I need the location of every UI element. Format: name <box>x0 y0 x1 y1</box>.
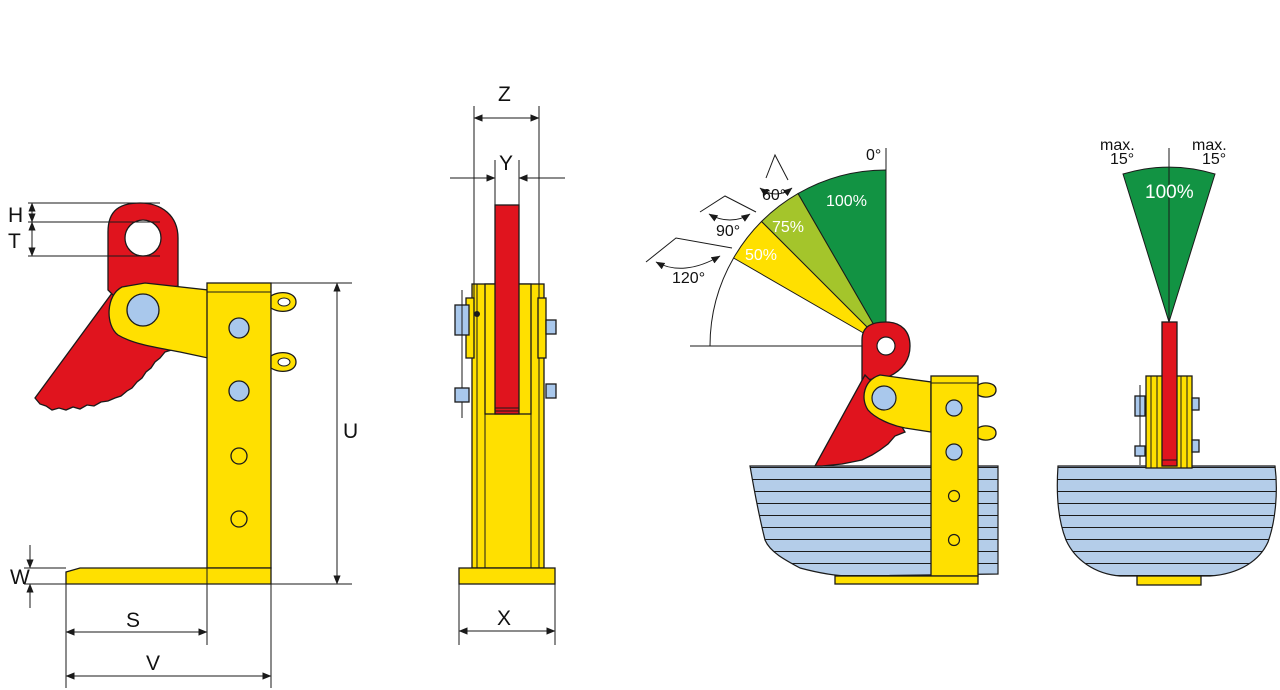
dim-label-v: V <box>146 652 160 675</box>
angle-label-0: 0° <box>866 147 881 164</box>
tilt-max-left-angle: 15° <box>1110 151 1134 168</box>
angle-label-60: 60° <box>762 187 786 204</box>
angle-label-90: 90° <box>716 223 740 240</box>
body-hole-4 <box>230 510 248 528</box>
dim-label-h: H <box>8 204 23 227</box>
dim-label-w: W <box>10 566 30 589</box>
shackle-hole <box>124 219 162 257</box>
body-pin-1 <box>228 317 250 339</box>
tilt-plate-section <box>1056 465 1277 577</box>
dim-label-y: Y <box>499 152 513 175</box>
front-shackle <box>494 204 520 415</box>
tilt-base <box>1136 575 1202 586</box>
dim-label-t: T <box>8 230 21 253</box>
body-pin-2 <box>228 380 250 402</box>
tilt-max-right-angle: 15° <box>1202 151 1226 168</box>
capacity-label-50: 50% <box>745 247 777 264</box>
tilt-capacity-label: 100% <box>1145 182 1194 203</box>
dim-label-z: Z <box>498 83 511 106</box>
tilt-shackle <box>1161 321 1178 467</box>
angle-capacity-view: 0° 60° 90° 120° 100% 75% 50% <box>645 147 999 585</box>
capacity-label-75: 75% <box>772 219 804 236</box>
transverse-tilt-view: max. 15° max. 15° 100% <box>1056 137 1277 586</box>
zone-50 <box>732 220 887 347</box>
dim-label-s: S <box>126 609 140 632</box>
front-view: Z Y X <box>450 83 565 645</box>
body-hole-3 <box>230 447 248 465</box>
zone-100 <box>797 169 887 348</box>
lever-pin <box>126 293 160 327</box>
front-base <box>458 567 556 585</box>
dim-label-x: X <box>497 607 511 630</box>
clamp-foot <box>65 567 272 585</box>
capacity-label-100: 100% <box>826 193 867 210</box>
tilt-max-right: max. <box>1192 137 1227 154</box>
angle-label-120: 120° <box>672 270 705 287</box>
dim-label-u: U <box>343 420 358 443</box>
tilted-foot <box>834 575 979 585</box>
side-view: H T W S V U <box>8 202 358 688</box>
tilt-max-left: max. <box>1100 137 1135 154</box>
